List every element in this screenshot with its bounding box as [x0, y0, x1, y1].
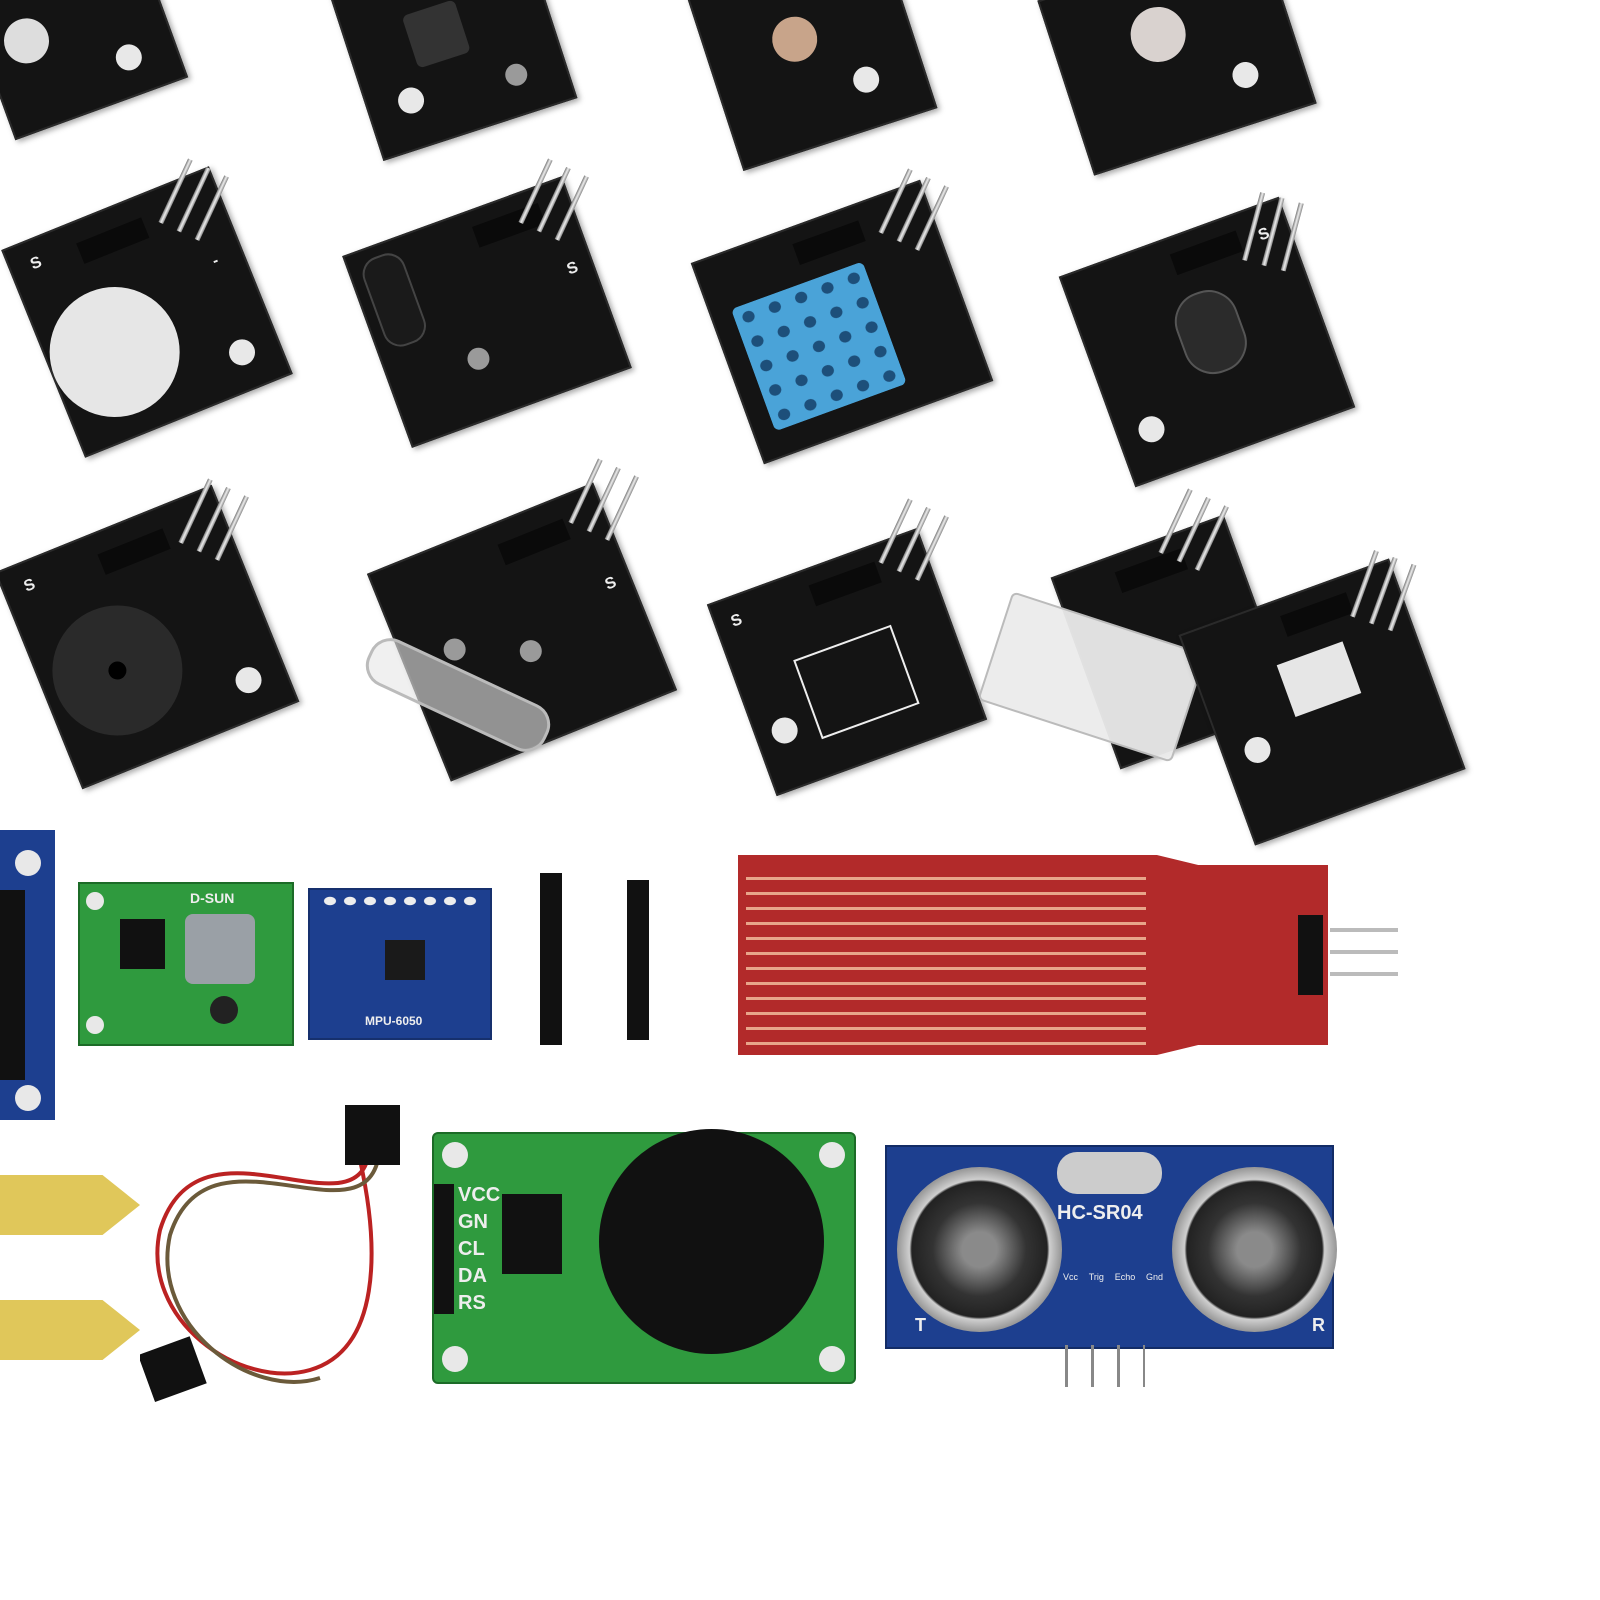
pin-header: [97, 528, 171, 575]
rtc-chip: [502, 1194, 562, 1274]
pin-label-rst: RS: [458, 1292, 486, 1314]
silk-dsun: D-SUN: [190, 890, 235, 906]
buzzer-label-disc: [30, 267, 200, 437]
mount-hole: [394, 84, 428, 117]
hc-sr04-ultrasonic-sensor: HC-SR04 T R Vcc Trig Echo Gnd: [885, 1145, 1337, 1349]
imu-chip: [385, 940, 425, 980]
silk-minus: -: [209, 252, 222, 270]
pin-header: [76, 217, 150, 264]
solder-pad: [516, 636, 546, 666]
pin-label-clk: CL: [458, 1238, 485, 1260]
pin-header: [808, 561, 882, 607]
mount-hole: [1229, 58, 1262, 92]
jumper-wire: [140, 1105, 400, 1403]
silk-outline: [793, 624, 920, 740]
silk-s: S: [27, 253, 45, 274]
potentiometer: [210, 996, 238, 1024]
crystal-oscillator: [1057, 1152, 1162, 1194]
pin-label-dat: DA: [458, 1265, 487, 1287]
ic-chip: [120, 919, 165, 969]
mount-hole: [767, 713, 802, 748]
led-component: [0, 12, 56, 70]
pin-header: [1169, 230, 1244, 276]
solder-pad: [502, 60, 531, 89]
hcsr04-pin-labels: Vcc Trig Echo Gnd: [1063, 1272, 1163, 1282]
tact-switch: [401, 0, 471, 69]
mount-hole: [112, 40, 146, 75]
pin-label-gnd: GN: [458, 1211, 488, 1233]
photoresistor: [766, 10, 824, 68]
silk-s: S: [728, 610, 745, 631]
dupont-connector: [140, 1336, 207, 1403]
pin-header: [1298, 915, 1323, 995]
pin-label-trig: Trig: [1088, 1272, 1104, 1282]
dht11-sensor: [730, 261, 907, 432]
mpu6050-module: MPU-6050: [308, 888, 492, 1040]
mount-hole: [849, 63, 883, 96]
silk-hcsr04: HC-SR04: [1057, 1202, 1143, 1224]
pin-header: [1280, 592, 1354, 637]
sensor-module-active-buzzer: S -: [1, 166, 293, 458]
mount-hole: [1134, 412, 1169, 446]
pin-label-vcc: VCC: [458, 1184, 501, 1206]
soil-probe-bottom: [0, 1300, 140, 1360]
silk-s: S: [602, 573, 619, 594]
soil-probe-top: [0, 1175, 140, 1235]
capacitor: [357, 248, 432, 352]
mount-hole: [225, 335, 259, 370]
solder-pad: [464, 344, 493, 373]
pin-header: [792, 220, 866, 265]
inductor: [185, 914, 255, 984]
pin-header-strip-left: [540, 873, 562, 1045]
mount-hole: [231, 663, 266, 698]
pin-header-strip-right: [627, 880, 649, 1040]
buzzer: [32, 585, 203, 756]
silk-s: S: [564, 258, 581, 279]
light-cup: [1276, 641, 1362, 717]
pin-holes: [320, 894, 480, 908]
ir-receiver: [1166, 281, 1256, 383]
pin-header: [434, 1184, 454, 1314]
silk-s: S: [21, 575, 38, 596]
silk-mpu6050: MPU-6050: [365, 1014, 423, 1028]
sensor-module-ir-led: [1037, 0, 1317, 176]
sensor-module-led: [0, 0, 189, 141]
hcsr04-pins: [1065, 1345, 1145, 1387]
ds1302-rtc-module: VCC GN CL DA RS: [432, 1129, 856, 1384]
sensor-module-photoresistor: [686, 0, 938, 172]
blue-module-edge: [0, 830, 55, 1120]
solder-pad: [440, 635, 469, 664]
dupont-connector: [345, 1105, 400, 1165]
ir-led: [1123, 0, 1193, 70]
sensor-traces: [746, 865, 1146, 1045]
sensor-module-button: [326, 0, 578, 162]
silk-t: T: [915, 1315, 926, 1335]
receiver-transducer: [1172, 1167, 1337, 1332]
rtc-pin-labels: VCC GN CL DA RS: [458, 1182, 500, 1317]
pin-label-echo: Echo: [1114, 1272, 1136, 1282]
dsun-buck-converter: D-SUN: [78, 882, 294, 1046]
pin-header: [497, 518, 571, 566]
water-level-sensor: [738, 855, 1328, 1055]
mount-hole: [1240, 733, 1275, 767]
transmitter-transducer: [897, 1167, 1062, 1332]
silk-r: R: [1312, 1315, 1325, 1335]
coin-cell-holder: [599, 1129, 824, 1354]
header-pins: [1330, 928, 1398, 978]
pin-label-gnd: Gnd: [1145, 1272, 1163, 1282]
pin-label-vcc: Vcc: [1063, 1272, 1079, 1282]
